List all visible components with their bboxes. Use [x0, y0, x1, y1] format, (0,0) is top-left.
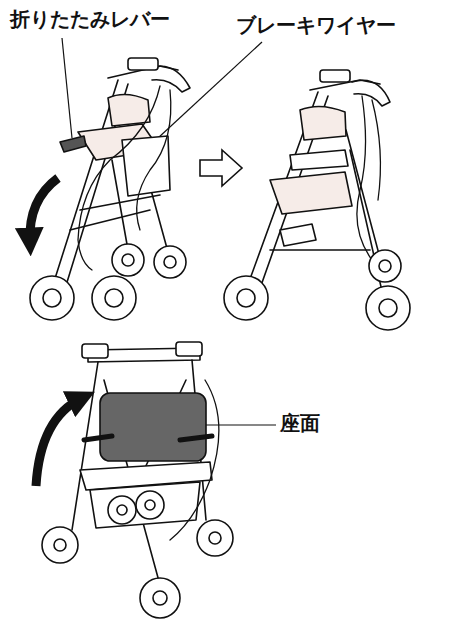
walker-unfolded-part — [30, 276, 74, 320]
walker-folded-part — [352, 80, 390, 106]
part-label: ブレーキワイヤー — [236, 14, 396, 36]
leader-line — [62, 38, 276, 425]
walker-unfolded-part — [137, 90, 171, 230]
part-label: 座面 — [280, 412, 320, 434]
walker-folded-part — [366, 286, 410, 330]
walker-front-part — [108, 496, 136, 524]
walker-unfolded — [30, 58, 190, 320]
walker-folded-part — [224, 276, 268, 320]
walker-unfolded-part — [92, 276, 136, 320]
walker-folded — [224, 70, 410, 330]
walker-folded-part — [379, 260, 391, 272]
walker-front-part — [42, 527, 78, 563]
walker-unfolded-part — [122, 254, 134, 266]
walker-front-part — [84, 436, 112, 440]
step-arrow — [200, 150, 242, 186]
walker-front-part — [90, 482, 200, 528]
walker-unfolded-part — [60, 136, 86, 152]
walker-folded-part — [237, 289, 255, 307]
walker-unfolded-part — [105, 289, 123, 307]
walker-unfolded-part — [128, 58, 158, 70]
leader-line-part — [158, 42, 262, 138]
part-label: 折りたたみレバー — [10, 8, 170, 30]
leader-line-part — [62, 38, 72, 138]
walker-front-part — [82, 344, 108, 358]
walker-folded-part — [369, 250, 401, 282]
walker-front-part — [140, 578, 180, 618]
walker-unfolded-part — [108, 94, 150, 126]
unfold-arrow — [36, 398, 82, 486]
walker-folded-part — [270, 249, 370, 251]
walker-unfolded-part — [164, 256, 176, 268]
walker-front-part — [170, 380, 219, 540]
walker-folded-part — [379, 299, 397, 317]
walker-front-part — [209, 532, 221, 544]
walker-unfolded-part — [122, 136, 170, 196]
walker-folded-part — [300, 106, 346, 140]
walker-front-part — [176, 342, 202, 356]
walker-front-part — [54, 539, 66, 551]
walker-folded-part — [346, 130, 380, 258]
walker-front-part — [180, 436, 212, 440]
walker-front — [42, 342, 233, 618]
walker-folded-part — [280, 224, 316, 246]
walker-unfolded-part — [78, 86, 160, 270]
walker-folded-part — [357, 96, 372, 260]
walker-folded-part — [270, 172, 352, 214]
walker-unfolded-part — [112, 244, 144, 276]
walker-front-part — [117, 505, 127, 515]
walker-folded-part — [372, 100, 380, 200]
walker-unfolded-part — [52, 80, 118, 288]
walker-front-part — [136, 491, 164, 519]
walker-folded-part — [290, 150, 348, 170]
leader-line-part — [203, 424, 276, 425]
walker-folded-part — [320, 70, 350, 82]
walker-front-part — [100, 393, 206, 461]
walker-front-part — [153, 591, 167, 605]
walker-front-part — [145, 500, 155, 510]
walker-front-part — [197, 520, 233, 556]
fold-arrow — [30, 178, 58, 242]
walker-unfolded-part — [43, 289, 61, 307]
walker-unfolded-part — [154, 246, 186, 278]
walker-unfolded-part — [80, 195, 160, 210]
